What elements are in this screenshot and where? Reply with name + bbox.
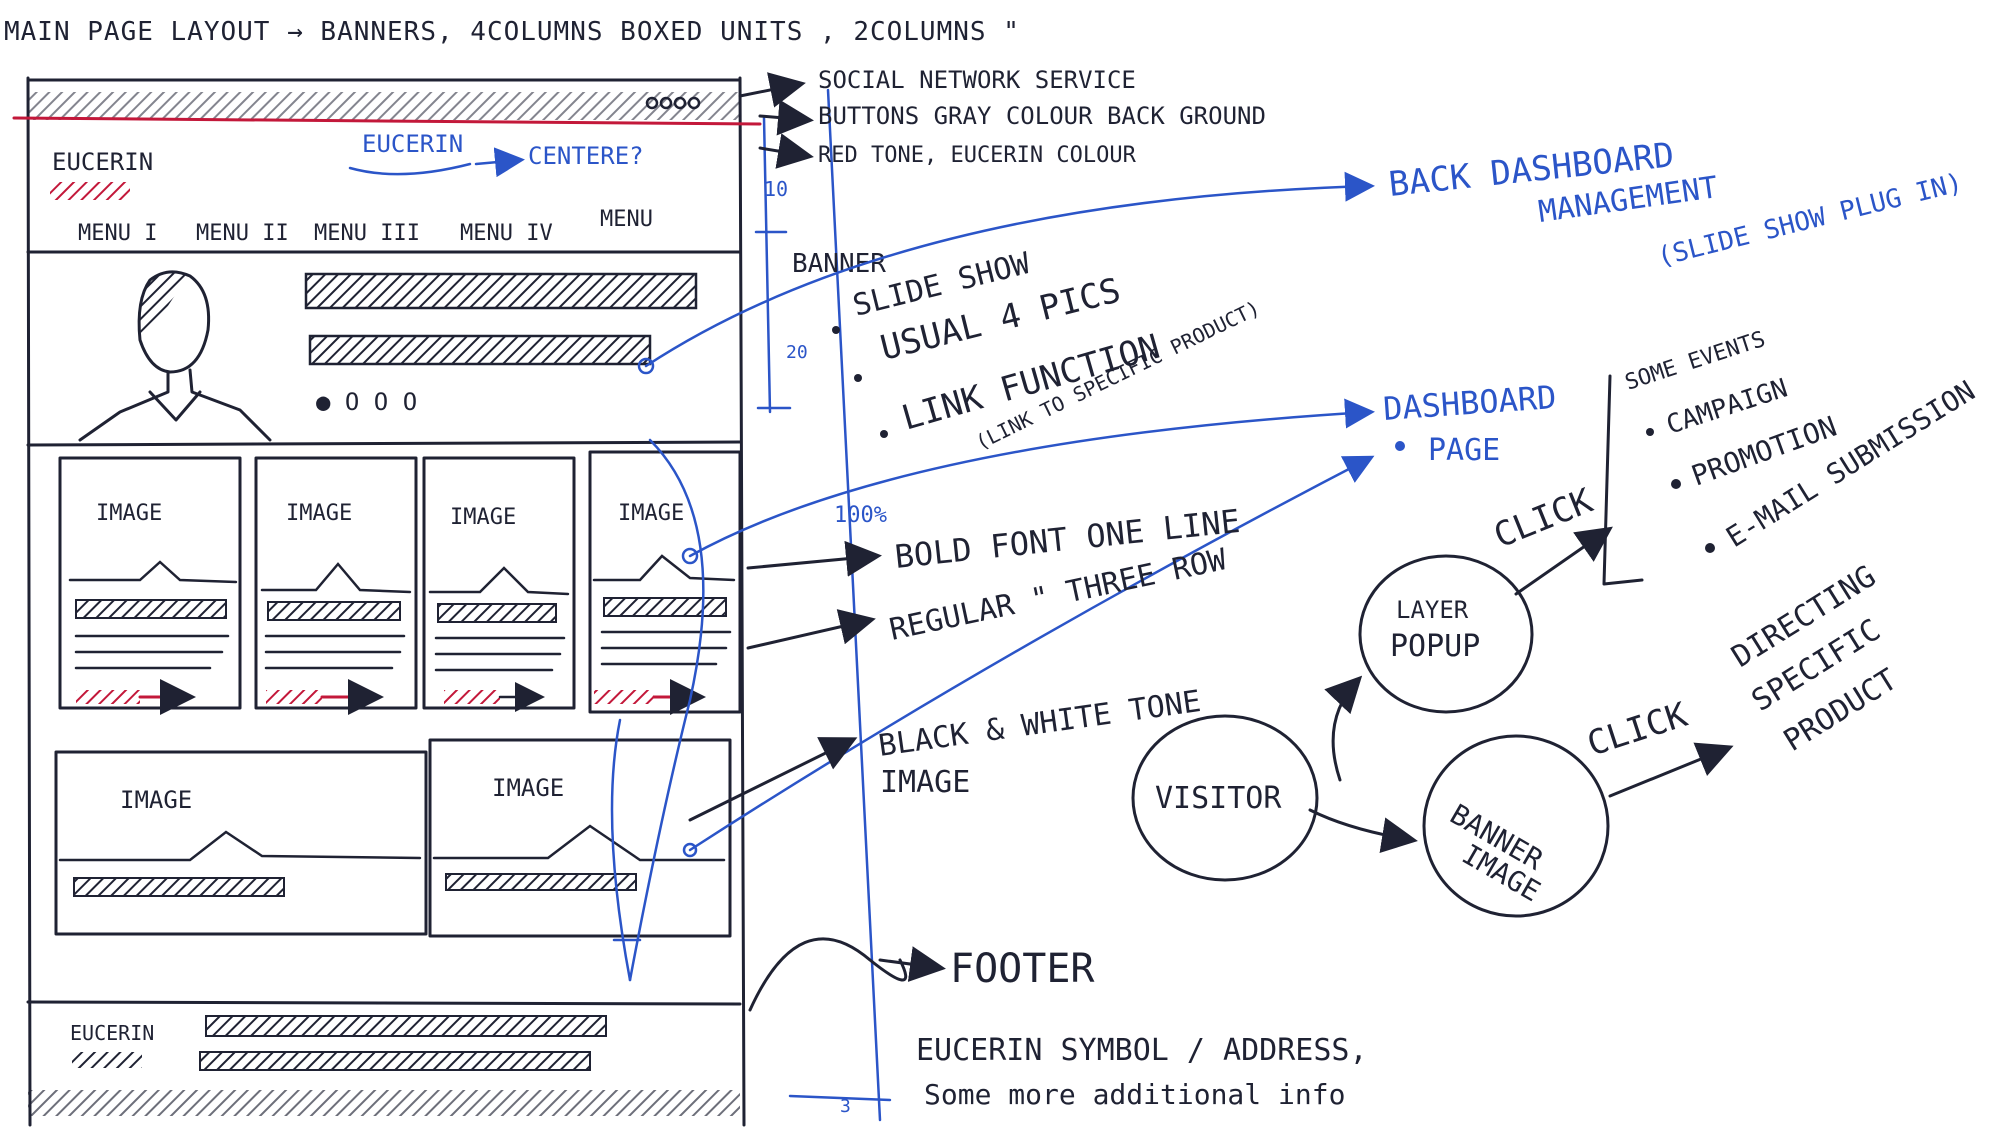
- flow-visitor: VISITOR: [1155, 781, 1282, 816]
- menu-item-1[interactable]: MENU I: [78, 221, 157, 246]
- footer-note-title: FOOTER: [950, 946, 1095, 992]
- column-box-3-label: IMAGE: [450, 505, 516, 530]
- flow-click-1: CLICK: [1488, 481, 1598, 557]
- banner-note-title: BANNER: [792, 249, 886, 279]
- menu-item-4[interactable]: MENU IV: [460, 221, 553, 246]
- flow-click-2: CLICK: [1582, 695, 1692, 765]
- footer-bottom-bar: [28, 1090, 740, 1116]
- footer-note-line2: Some more additional info: [924, 1078, 1345, 1111]
- menu-item-3[interactable]: MENU III: [314, 221, 420, 246]
- measure-width-label: 100%: [834, 503, 887, 528]
- hero-subline-bar: [308, 334, 652, 366]
- footer-block: EUCERIN: [28, 1015, 740, 1116]
- flow-popup: POPUP: [1390, 629, 1480, 664]
- footer-logo: EUCERIN: [70, 1021, 154, 1045]
- logo-red-swatch: [50, 182, 130, 200]
- header-note-social: SOCIAL NETWORK SERVICE: [818, 66, 1136, 94]
- footer-address-bar-2: [199, 1051, 591, 1071]
- measurement-guides: 10 20 100% 3: [610, 88, 892, 1122]
- box-note-image: IMAGE: [880, 765, 970, 800]
- dashboard-page-label: PAGE: [1428, 433, 1500, 468]
- header-notes: SOCIAL NETWORK SERVICE BUTTONS GRAY COLO…: [738, 66, 1266, 169]
- wireframe-page: EUCERIN EUCERIN CENTERE? MENU I MENU II …: [12, 76, 762, 1127]
- column-box-4-label: IMAGE: [618, 501, 684, 526]
- footer-note-line1: EUCERIN SYMBOL / ADDRESS,: [916, 1033, 1368, 1068]
- column-box-1[interactable]: IMAGE: [58, 456, 242, 715]
- column-box-2-label: IMAGE: [286, 501, 352, 526]
- dashboard-label: DASHBOARD: [1382, 378, 1558, 428]
- menu-item-2[interactable]: MENU II: [196, 221, 289, 246]
- flow-layer: LAYER: [1396, 596, 1469, 624]
- box-note-bw: BLACK & WHITE TONE: [876, 684, 1203, 764]
- footer-logo-swatch: [72, 1052, 142, 1068]
- hero-headline-bar: [304, 272, 698, 310]
- column-box-1-label: IMAGE: [96, 501, 162, 526]
- logo-center-note: EUCERIN: [362, 130, 463, 158]
- two-column-units: IMAGE IMAGE: [54, 738, 732, 938]
- four-column-units: IMAGE IMAGE: [58, 450, 742, 715]
- column-box-2[interactable]: IMAGE: [254, 456, 418, 715]
- measure-banner-label: 20: [786, 342, 808, 363]
- logo-center-question: CENTERE?: [528, 142, 644, 170]
- footer-notes: FOOTER EUCERIN SYMBOL / ADDRESS, Some mo…: [748, 937, 1368, 1111]
- hero-carousel-dots[interactable]: ● O O O: [316, 388, 417, 416]
- logo: EUCERIN: [52, 148, 153, 176]
- hero-person-sketch: [78, 270, 272, 442]
- footer-address-bar-1: [205, 1015, 607, 1037]
- visitor-flow: VISITOR LAYER POPUP BANNER IMAGE CLICK C…: [1131, 481, 1903, 918]
- dashboard-content-list: SOME EVENTS CAMPAIGN PROMOTION E-MAIL SU…: [1602, 327, 1981, 586]
- page-heading: MAIN PAGE LAYOUT → BANNERS, 4COLUMNS BOX…: [4, 17, 1020, 47]
- column-box-3[interactable]: IMAGE: [422, 456, 576, 712]
- menu-item-5[interactable]: MENU: [600, 207, 653, 232]
- two-column-box-1[interactable]: IMAGE: [54, 750, 428, 936]
- header-note-redtone: RED TONE, EUCERIN COLOUR: [818, 143, 1137, 168]
- top-gray-bar: [28, 92, 740, 120]
- hero-banner: ● O O O: [78, 270, 698, 442]
- banner-notes: BANNER SLIDE SHOW USUAL 4 PICS LINK FUNC…: [792, 246, 1264, 455]
- two-column-box-2[interactable]: IMAGE: [428, 738, 732, 938]
- header-note-buttons: BUTTONS GRAY COLOUR BACK GROUND: [818, 102, 1266, 130]
- main-menu: MENU I MENU II MENU III MENU IV MENU: [78, 207, 653, 246]
- two-column-box-1-label: IMAGE: [120, 786, 192, 814]
- social-buttons: [645, 96, 701, 110]
- box-notes: BOLD FONT ONE LINE REGULAR " THREE ROW B…: [688, 502, 1242, 822]
- measure-bottom-label: 3: [840, 1096, 851, 1117]
- measure-top-label: 10: [764, 177, 788, 201]
- column-box-4[interactable]: IMAGE: [588, 450, 742, 715]
- two-column-box-2-label: IMAGE: [492, 774, 564, 802]
